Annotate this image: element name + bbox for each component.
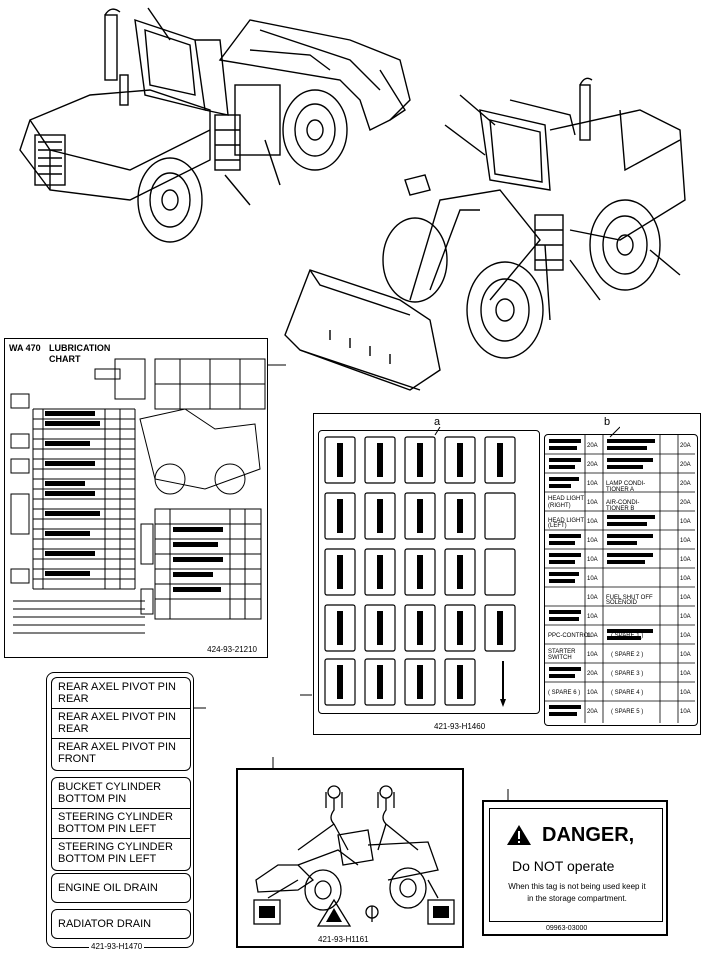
tag-group-cylinders: BUCKET CYLINDER BOTTOM PIN STEERING CYLI… xyxy=(51,777,191,871)
svg-text:10A: 10A xyxy=(587,614,598,620)
fuse-panel-leaders xyxy=(300,426,620,696)
svg-text:20A: 20A xyxy=(587,709,598,715)
lift-point-illustration xyxy=(253,785,455,927)
svg-text:10A: 10A xyxy=(680,652,691,658)
svg-text:20A: 20A xyxy=(587,462,598,468)
tag-item-2: REAR AXEL PIVOT PIN REAR xyxy=(58,711,176,735)
svg-text:20A: 20A xyxy=(680,481,691,487)
svg-text:( SPARE 6 ): ( SPARE 6 ) xyxy=(548,690,580,696)
tag-item-8: RADIATOR DRAIN xyxy=(58,918,152,930)
fuse-grid xyxy=(318,430,540,714)
svg-text:10A: 10A xyxy=(587,557,598,563)
svg-text:10A: 10A xyxy=(680,709,691,715)
tag-group-axle: REAR AXEL PIVOT PIN REAR REAR AXEL PIVOT… xyxy=(51,677,191,771)
svg-text:( SPARE 2 ): ( SPARE 2 ) xyxy=(611,652,643,658)
tag-group-radiator: RADIATOR DRAIN xyxy=(51,909,191,939)
svg-text:TIONER B: TIONER B xyxy=(606,506,634,512)
svg-text:20A: 20A xyxy=(587,671,598,677)
lubrication-chart-leader xyxy=(268,364,286,366)
svg-text:AIR-CONDI-: AIR-CONDI- xyxy=(606,500,639,506)
fuse-panel-plate: a b xyxy=(313,413,701,735)
svg-text:SOLENOID: SOLENOID xyxy=(606,600,638,606)
fuse-panel-callout-b: b xyxy=(604,416,611,428)
svg-text:( SPARE 3 ): ( SPARE 3 ) xyxy=(611,671,643,677)
danger-tag-leader xyxy=(507,789,509,800)
tag-plates-leader xyxy=(194,707,206,709)
svg-text:SWITCH: SWITCH xyxy=(548,655,572,661)
svg-text:TIONER A: TIONER A xyxy=(606,487,634,493)
tag-item-1: REAR AXEL PIVOT PIN REAR xyxy=(58,681,176,705)
tag-item-4: BUCKET CYLINDER BOTTOM PIN xyxy=(58,781,162,805)
svg-text:10A: 10A xyxy=(680,633,691,639)
lift-point-plate: 421-93-H1161 xyxy=(236,768,464,948)
tag-plates-sheet: REAR AXEL PIVOT PIN REAR REAR AXEL PIVOT… xyxy=(46,672,194,951)
svg-text:10A: 10A xyxy=(587,481,598,487)
warning-triangle-icon xyxy=(507,825,531,845)
svg-text:10A: 10A xyxy=(587,690,598,696)
svg-text:20A: 20A xyxy=(680,500,691,506)
svg-text:10A: 10A xyxy=(680,576,691,582)
svg-text:10A: 10A xyxy=(680,519,691,525)
danger-tag-part-number: 09963-03000 xyxy=(546,925,588,932)
svg-text:10A: 10A xyxy=(680,614,691,620)
danger-tag-inner-border xyxy=(489,808,663,922)
svg-text:(RIGHT): (RIGHT) xyxy=(548,503,571,509)
danger-tag: DANGER, Do NOT operate When this tag is … xyxy=(482,800,668,936)
tag-plates-part-number: 421-93-H1470 xyxy=(89,942,145,951)
lubrication-chart-part-number: 424-93-21210 xyxy=(207,645,257,654)
svg-text:10A: 10A xyxy=(587,576,598,582)
fuse-panel-part-number: 421-93-H1460 xyxy=(434,722,486,731)
fuse-panel-callout-a: a xyxy=(434,416,441,428)
wheel-loader-rear-illustration xyxy=(19,7,411,243)
svg-text:HEAD LIGHT: HEAD LIGHT xyxy=(548,496,584,502)
svg-text:( SPARE 5 ): ( SPARE 5 ) xyxy=(611,709,643,715)
tag-item-7: ENGINE OIL DRAIN xyxy=(58,882,158,894)
lubrication-chart-title-2: CHART xyxy=(49,354,81,364)
svg-text:10A: 10A xyxy=(587,595,598,601)
danger-tag-line-1: When this tag is not being used keep it xyxy=(508,882,646,891)
svg-text:10A: 10A xyxy=(680,538,691,544)
svg-text:10A: 10A xyxy=(587,500,598,506)
lubrication-chart-title-1: LUBRICATION xyxy=(49,343,111,353)
svg-text:10A: 10A xyxy=(587,519,598,525)
svg-text:10A: 10A xyxy=(680,690,691,696)
lift-plate-leader xyxy=(272,757,274,768)
svg-text:( SPARE 1 ): ( SPARE 1 ) xyxy=(611,633,643,639)
svg-text:PPC-CONTROL: PPC-CONTROL xyxy=(548,633,592,639)
svg-text:HEAD LIGHT: HEAD LIGHT xyxy=(548,518,584,524)
svg-text:20A: 20A xyxy=(680,462,691,468)
tag-group-engine-oil: ENGINE OIL DRAIN xyxy=(51,873,191,903)
danger-tag-line-2: in the storage compartment. xyxy=(527,894,627,903)
svg-text:10A: 10A xyxy=(587,538,598,544)
fuse-list: 20A 20A 20A 20A 10A 20A 10A 20A 10A 10A 10A 10… xyxy=(544,434,698,726)
svg-text:10A: 10A xyxy=(680,671,691,677)
svg-text:(LEFT): (LEFT) xyxy=(548,523,567,529)
lubrication-chart-model: WA 470 xyxy=(9,343,41,353)
svg-text:10A: 10A xyxy=(587,633,598,639)
tag-item-6: STEERING CYLINDER BOTTOM PIN LEFT xyxy=(58,841,173,865)
lubrication-chart-diagram xyxy=(10,358,266,634)
svg-text:STARTER: STARTER xyxy=(548,649,576,655)
tag-item-3: REAR AXEL PIVOT PIN FRONT xyxy=(58,741,176,765)
svg-text:FUEL SHUT OFF: FUEL SHUT OFF xyxy=(606,595,653,601)
svg-text:LAMP CONDI-: LAMP CONDI- xyxy=(606,481,645,487)
danger-tag-subtitle: Do NOT operate xyxy=(512,858,615,874)
svg-text:10A: 10A xyxy=(680,557,691,563)
svg-text:20A: 20A xyxy=(680,443,691,449)
tag-item-5: STEERING CYLINDER BOTTOM PIN LEFT xyxy=(58,811,173,835)
svg-text:10A: 10A xyxy=(680,595,691,601)
lubrication-chart-plate: WA 470 LUBRICATION CHART xyxy=(4,338,268,658)
svg-text:( SPARE 4 ): ( SPARE 4 ) xyxy=(611,690,643,696)
lift-plate-part-number: 421-93-H1161 xyxy=(318,935,369,944)
svg-text:10A: 10A xyxy=(587,652,598,658)
danger-tag-title: DANGER, xyxy=(542,824,635,846)
wheel-loader-front-illustration xyxy=(284,77,686,391)
svg-text:20A: 20A xyxy=(587,443,598,449)
